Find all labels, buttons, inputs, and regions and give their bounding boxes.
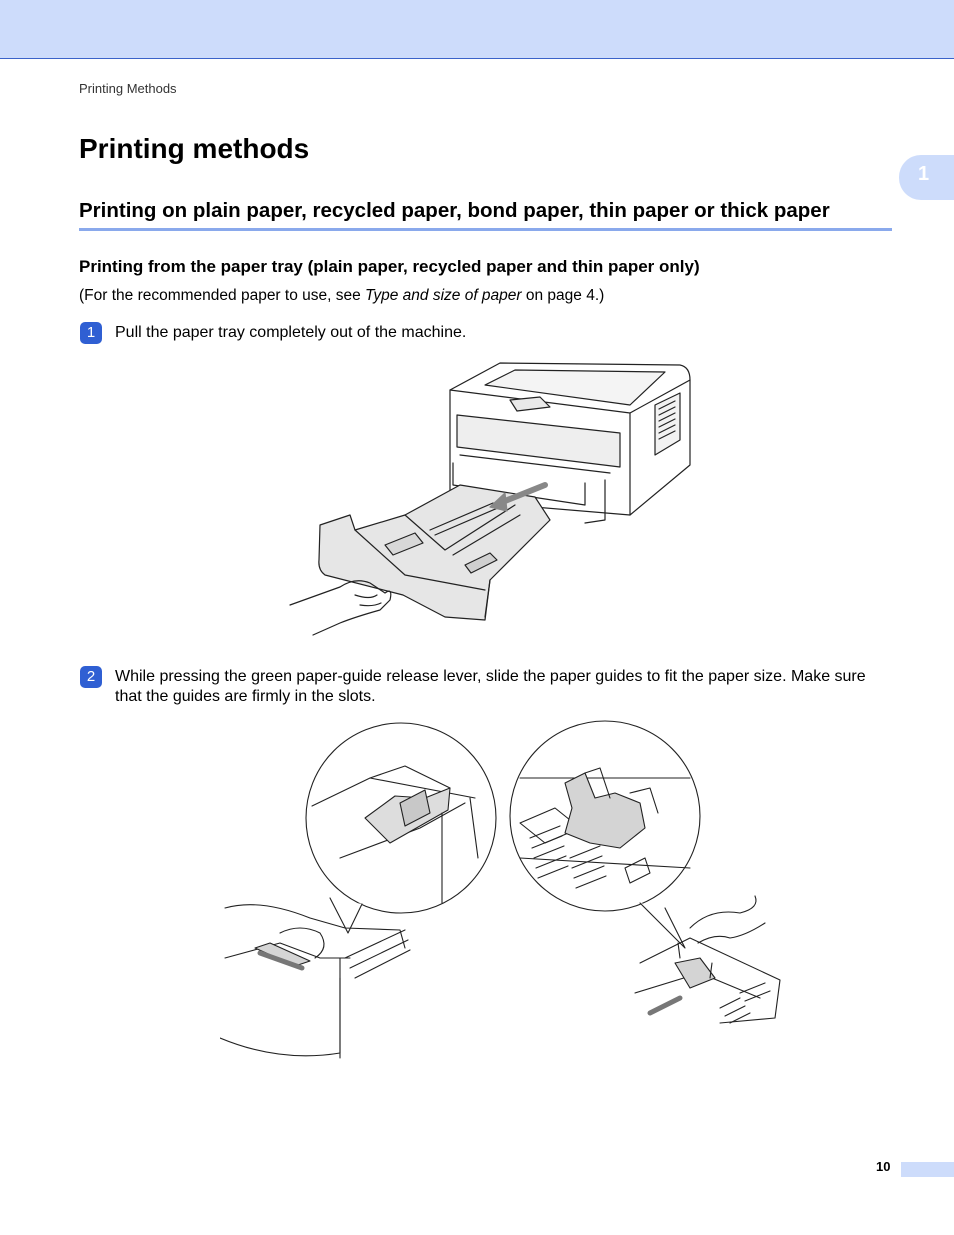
page-title: Printing methods	[79, 133, 310, 164]
paper-guide-illustration	[220, 720, 781, 1059]
intro-text-after: on page 4.)	[521, 287, 605, 304]
intro-text-before: (For the recommended paper to use, see	[79, 287, 366, 304]
step-1-badge: 1	[80, 322, 102, 344]
section-divider	[79, 228, 892, 231]
intro-link[interactable]: Type and size of paper	[365, 287, 522, 304]
chapter-number: 1	[918, 163, 930, 185]
section-heading: Printing on plain paper, recycled paper,…	[79, 199, 830, 222]
step-2-badge: 2	[80, 666, 102, 688]
subsection-heading: Printing from the paper tray (plain pape…	[79, 257, 700, 276]
step-1-text: Pull the paper tray completely out of th…	[115, 324, 467, 341]
running-header: Printing Methods	[79, 81, 177, 96]
footer-tab	[901, 1162, 954, 1177]
chapter-tab	[899, 155, 954, 200]
intro-paragraph: (For the recommended paper to use, see T…	[79, 287, 604, 305]
page-number: 10	[876, 1159, 891, 1174]
header-band	[0, 0, 954, 59]
step-2-text: While pressing the green paper-guide rel…	[115, 668, 866, 705]
printer-tray-illustration	[289, 362, 691, 636]
